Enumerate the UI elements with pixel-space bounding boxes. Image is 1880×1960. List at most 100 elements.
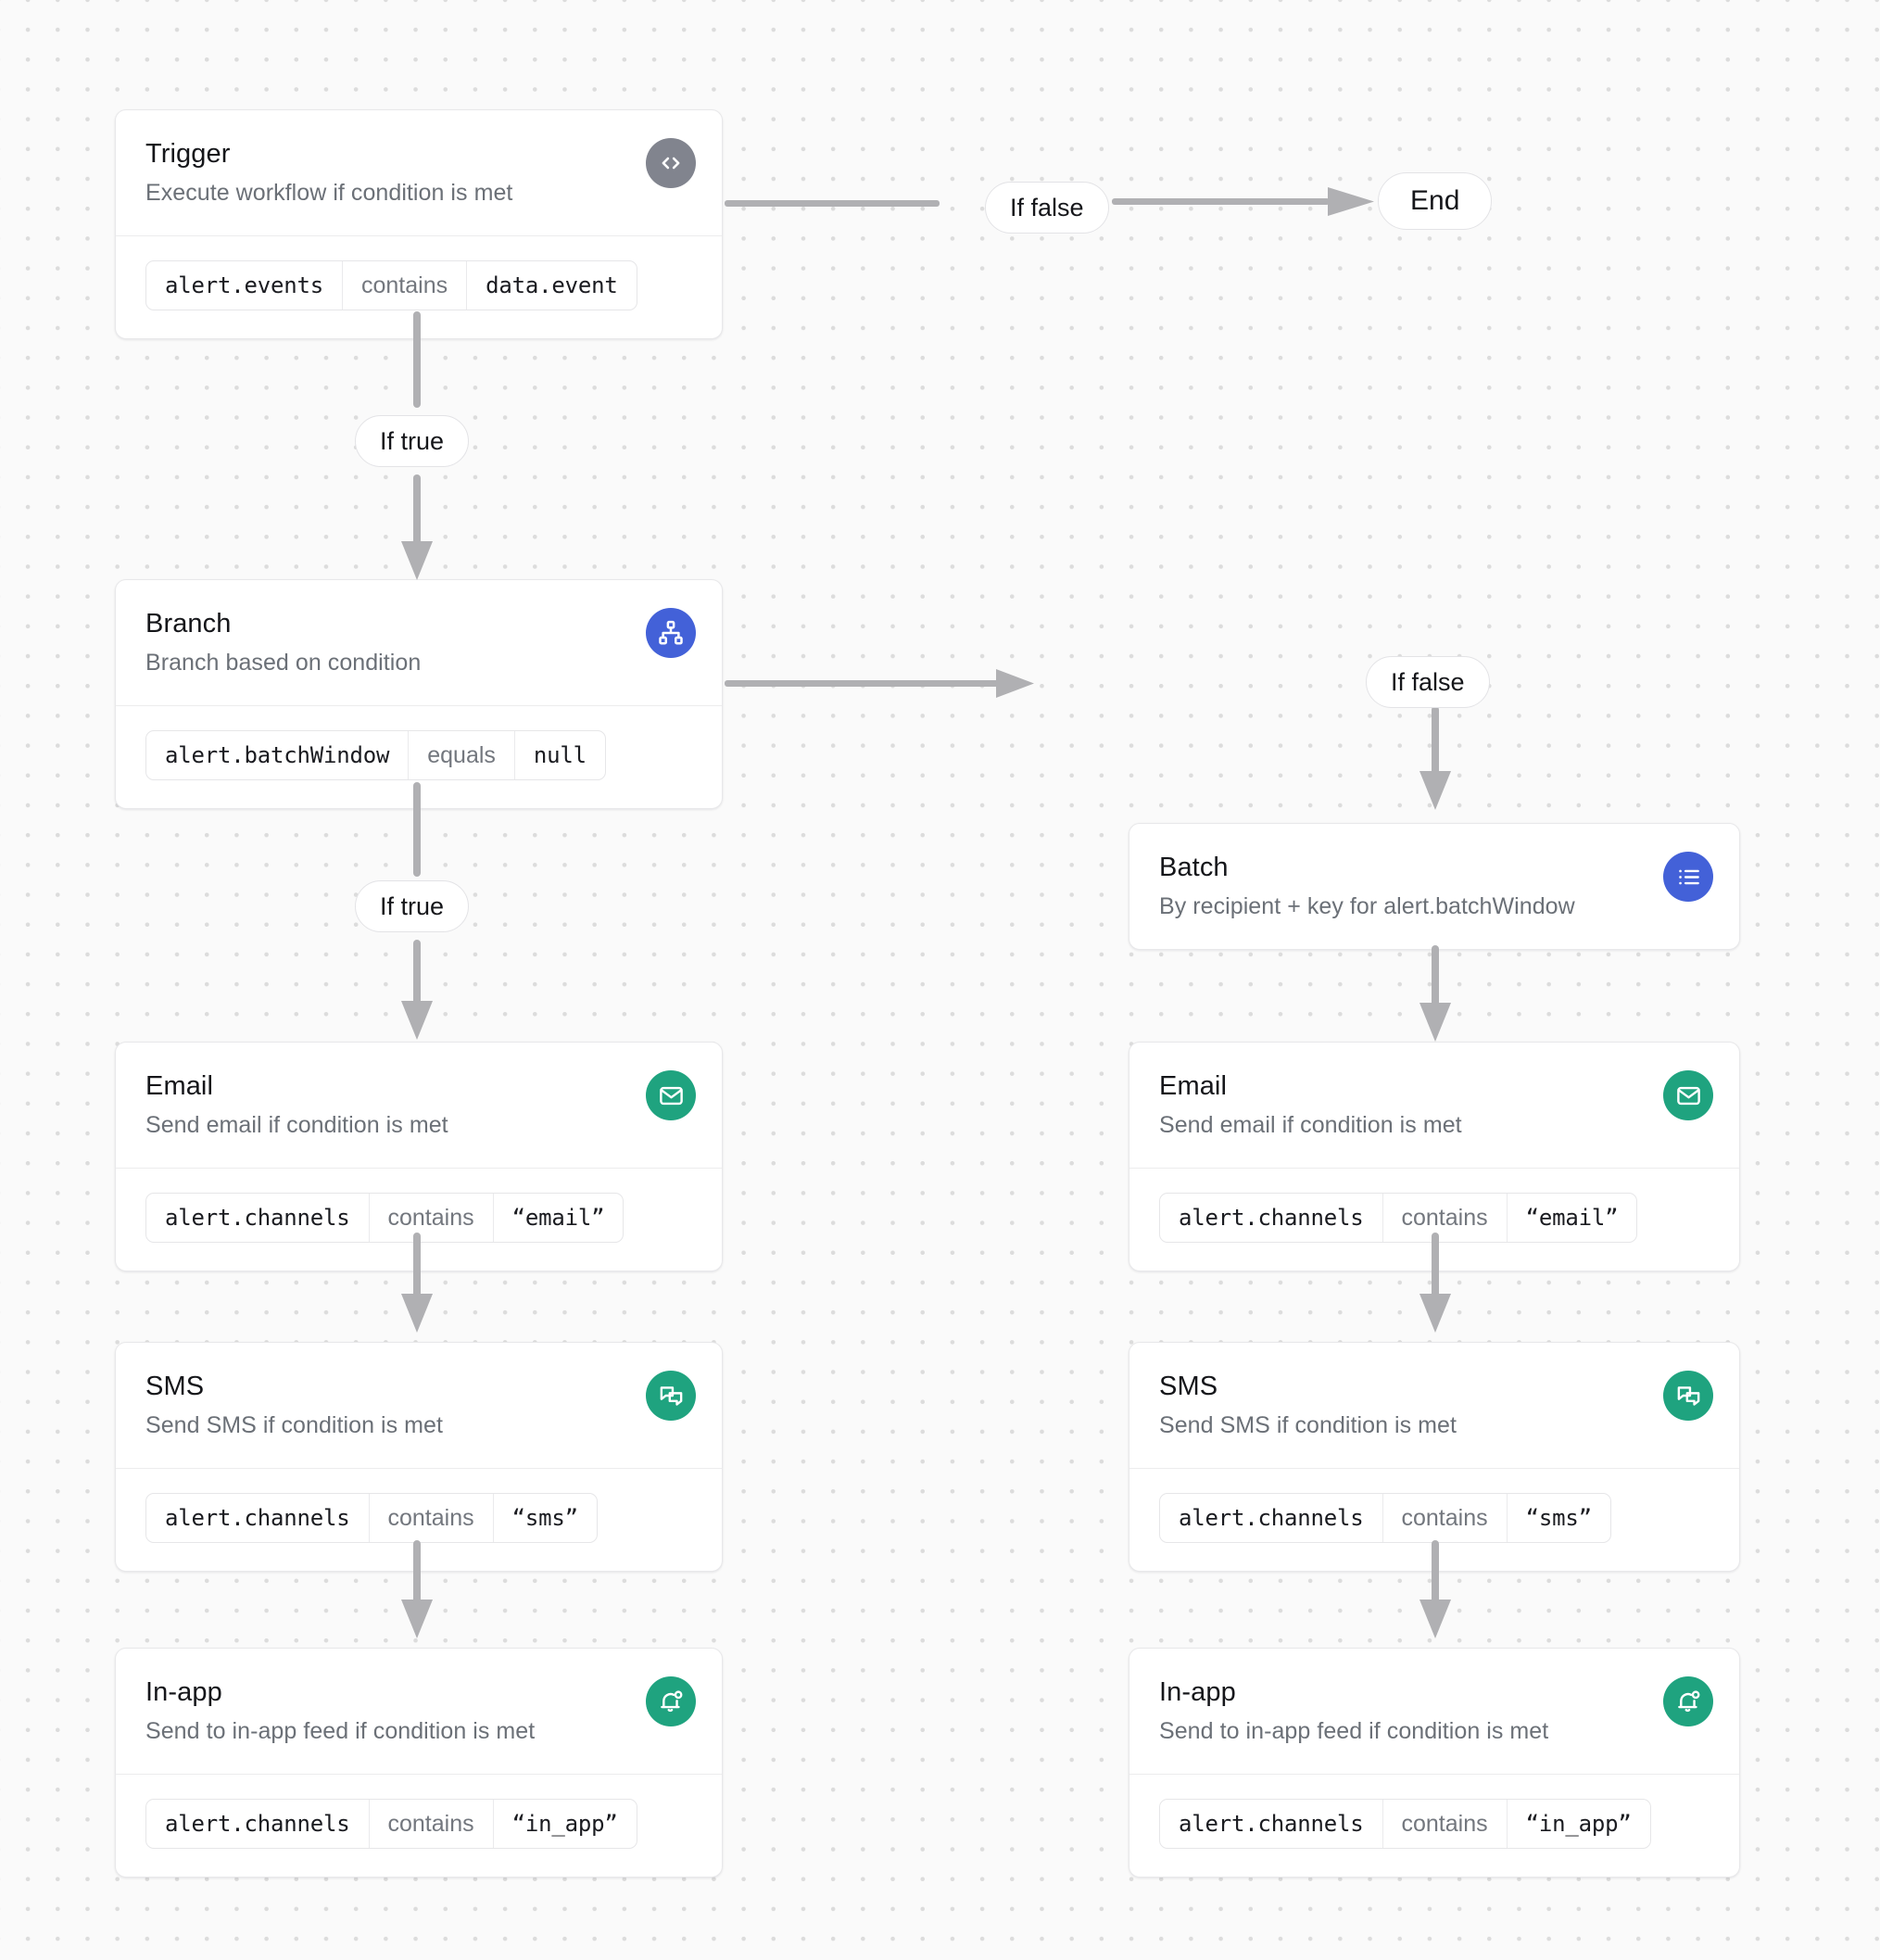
condition-operator: contains [342,261,466,310]
node-end[interactable]: End [1378,172,1493,230]
connector-email-to-sms-right-arrow [1417,1233,1454,1336]
condition-chip[interactable]: alert.channels contains “sms” [1159,1493,1611,1544]
node-condition: alert.batchWindow equals null [116,705,722,808]
node-title: Batch [1159,853,1229,882]
list-icon [1663,852,1713,902]
condition-chip[interactable]: alert.channels contains “email” [145,1193,625,1244]
sitemap-icon [646,608,696,658]
condition-field: alert.channels [165,1205,350,1232]
condition-value: “email” [492,1194,624,1243]
node-title: Email [145,1071,214,1101]
node-condition: alert.channels contains “in_app” [116,1774,722,1877]
connector-true-to-branch-arrow [398,474,435,584]
card-header: In-app Send to in-app feed if condition … [116,1649,722,1774]
edge-label-text: If false [1391,667,1465,696]
condition-chip[interactable]: alert.channels contains “email” [1159,1193,1638,1244]
node-condition: alert.channels contains “sms” [1129,1468,1739,1571]
envelope-icon [646,1070,696,1120]
condition-operator: equals [408,731,514,780]
node-condition: alert.channels contains “sms” [116,1468,722,1571]
connector-branch-false-arrow [725,665,1040,702]
node-title: Email [1159,1071,1228,1101]
condition-operator: contains [1382,1494,1507,1543]
card-header: In-app Send to in-app feed if condition … [1129,1649,1739,1774]
connector-email-to-sms-left-arrow [398,1233,435,1336]
condition-value: “sms” [1506,1494,1610,1543]
card-header: Branch Branch based on condition [116,580,722,705]
connector-sms-to-inapp-left-arrow [398,1540,435,1642]
connector-trigger-false-line [725,196,940,209]
node-title: In-app [1159,1677,1236,1707]
chat-bubbles-icon [1663,1371,1713,1421]
card-header: Email Send email if condition is met [116,1043,722,1168]
bell-dot-icon [1663,1676,1713,1726]
node-card-branch[interactable]: Branch Branch based on condition alert.b… [115,579,723,810]
condition-operator: contains [368,1800,493,1849]
node-subtitle: By recipient + key for alert.batchWindow [1159,892,1575,919]
node-title: SMS [1159,1372,1218,1401]
node-subtitle: Send to in-app feed if condition is met [145,1717,536,1744]
connector-sms-to-inapp-right-arrow [1417,1540,1454,1642]
node-card-email-right[interactable]: Email Send email if condition is met ale… [1129,1042,1740,1272]
condition-field: alert.channels [165,1505,350,1532]
condition-chip[interactable]: alert.channels contains “in_app” [1159,1799,1651,1850]
node-card-inapp-left[interactable]: In-app Send to in-app feed if condition … [115,1648,723,1878]
node-card-batch[interactable]: Batch By recipient + key for alert.batch… [1129,823,1740,951]
code-icon [646,138,696,188]
edge-label-branch-if-true[interactable]: If true [355,880,470,932]
node-condition: alert.channels contains “in_app” [1129,1774,1739,1877]
node-subtitle: Send to in-app feed if condition is met [1159,1717,1549,1744]
node-title: Branch [145,609,232,639]
condition-field: alert.channels [1179,1811,1364,1838]
node-subtitle: Execute workflow if condition is met [145,179,513,206]
node-card-inapp-right[interactable]: In-app Send to in-app feed if condition … [1129,1648,1740,1878]
edge-label-trigger-if-true[interactable]: If true [355,415,470,467]
node-condition: alert.events contains data.event [116,235,722,338]
node-subtitle: Send email if condition is met [145,1111,448,1138]
condition-value: “in_app” [1506,1800,1650,1849]
node-subtitle: Send SMS if condition is met [1159,1411,1457,1438]
condition-operator: contains [1382,1194,1507,1243]
edge-label-branch-if-false[interactable]: If false [1366,656,1490,708]
node-title: SMS [145,1372,205,1401]
node-subtitle: Send email if condition is met [1159,1111,1462,1138]
node-subtitle: Send SMS if condition is met [145,1411,443,1438]
condition-operator: contains [1382,1800,1507,1849]
condition-value: “sms” [492,1494,597,1543]
condition-value: data.event [466,261,637,310]
condition-field: alert.channels [1179,1205,1364,1232]
condition-chip[interactable]: alert.events contains data.event [145,260,637,311]
chat-bubbles-icon [646,1371,696,1421]
card-header: Batch By recipient + key for alert.batch… [1129,824,1739,949]
connector-branch-false-to-batch-arrow [1417,706,1454,816]
node-subtitle: Branch based on condition [145,649,422,676]
condition-value: null [513,731,605,780]
edge-label-text: If true [380,426,445,455]
condition-field: alert.channels [165,1811,350,1838]
condition-value: “email” [1506,1194,1637,1243]
node-card-sms-right[interactable]: SMS Send SMS if condition is met alert.c… [1129,1342,1740,1573]
edge-label-text: If false [1010,193,1084,221]
node-card-trigger[interactable]: Trigger Execute workflow if condition is… [115,109,723,340]
condition-chip[interactable]: alert.batchWindow equals null [145,730,606,781]
node-title: Trigger [145,139,231,169]
node-condition: alert.channels contains “email” [116,1168,722,1271]
condition-chip[interactable]: alert.channels contains “sms” [145,1493,598,1544]
card-header: SMS Send SMS if condition is met [116,1343,722,1468]
condition-operator: contains [368,1194,493,1243]
condition-field: alert.events [165,272,323,299]
card-header: Trigger Execute workflow if condition is… [116,110,722,235]
card-header: SMS Send SMS if condition is met [1129,1343,1739,1468]
node-card-sms-left[interactable]: SMS Send SMS if condition is met alert.c… [115,1342,723,1573]
envelope-icon [1663,1070,1713,1120]
end-label: End [1410,185,1460,216]
edge-label-text: If true [380,891,445,920]
node-condition: alert.channels contains “email” [1129,1168,1739,1271]
connector-false-to-end-arrow [1112,183,1381,221]
condition-field: alert.batchWindow [165,742,390,769]
connector-true-to-email-left-arrow [398,940,435,1043]
bell-dot-icon [646,1676,696,1726]
condition-chip[interactable]: alert.channels contains “in_app” [145,1799,637,1850]
edge-label-trigger-if-false[interactable]: If false [985,182,1109,234]
